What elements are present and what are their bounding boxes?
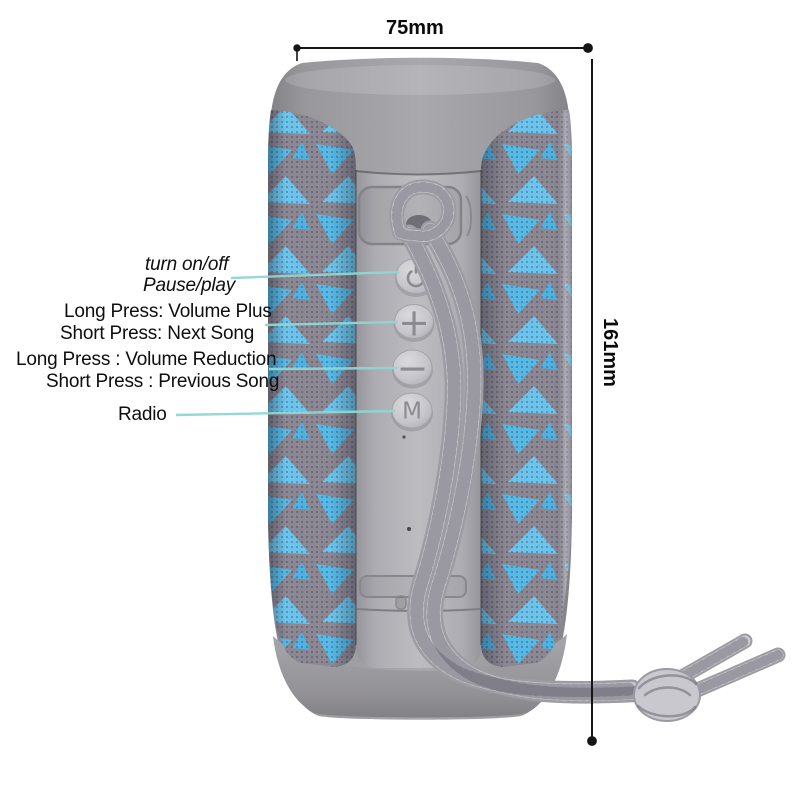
rope-texture (402, 223, 655, 701)
mic-hole (402, 435, 406, 439)
rope-ends (674, 633, 786, 699)
annotation-radio-line-1: Radio (118, 404, 167, 425)
speaker-base (273, 634, 567, 718)
dimension-endpoint-dot (583, 43, 593, 53)
height-dimension-label: 161mm (599, 318, 621, 387)
annotation-volume-plus-line-1: Long Press: Volume Plus (64, 301, 272, 322)
cap-seam (355, 170, 482, 176)
width-dimension-label: 75mm (386, 17, 444, 39)
callout-line-volume-plus (264, 320, 399, 327)
callout-line-radio (175, 409, 396, 417)
cap-highlight (285, 65, 555, 95)
annotation-power-line-2: Pause/play (143, 275, 236, 296)
annotation-volume-minus-line-1: Long Press : Volume Reduction (16, 349, 277, 370)
mode-icon: M (402, 399, 422, 425)
minus-icon: − (397, 346, 429, 390)
annotation-volume-minus-line-2: Short Press : Previous Song (46, 371, 280, 392)
callout-line-power (230, 270, 400, 280)
callout-line-volume-minus (268, 366, 398, 371)
lanyard-rope (389, 179, 786, 722)
annotation-power-line-1: turn on/off (145, 254, 229, 275)
plus-icon: + (398, 301, 430, 345)
volume-minus-button: − (392, 346, 433, 390)
rope-knot (633, 668, 701, 722)
mode-button: M (391, 392, 433, 432)
fabric-panel-right (481, 110, 572, 667)
rope-loop (389, 179, 457, 244)
dimension-endpoint-dot (293, 44, 301, 52)
fabric-panel-left (268, 110, 356, 667)
dimension-endpoint-dot (587, 736, 597, 746)
dimension-lines (293, 43, 597, 746)
speaker-body: + − M (268, 57, 786, 722)
volume-plus-button: + (393, 301, 435, 345)
led-hole (407, 527, 411, 531)
callout-lines (175, 270, 400, 417)
annotation-volume-plus-line-2: Short Press: Next Song (60, 323, 255, 344)
